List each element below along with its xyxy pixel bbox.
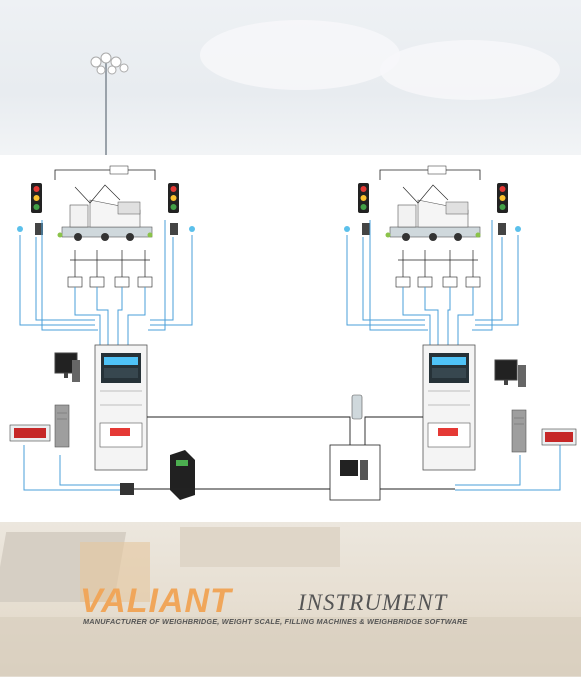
junction-boxes bbox=[67, 276, 153, 288]
road-surface bbox=[0, 617, 581, 677]
traffic-light-right-icon bbox=[168, 183, 179, 213]
brand-tagline: MANUFACTURER OF WEIGHBRIDGE, WEIGHT SCAL… bbox=[83, 617, 468, 626]
network-switch-icon bbox=[120, 483, 134, 495]
signal-wires bbox=[19, 220, 193, 491]
traffic-light-left-icon bbox=[31, 183, 42, 213]
central-server-box bbox=[329, 444, 381, 501]
concrete-block bbox=[80, 542, 150, 602]
control-panel-icon bbox=[422, 344, 476, 471]
structure-lines bbox=[70, 250, 150, 277]
diagram-svg bbox=[9, 165, 577, 501]
sky-background bbox=[0, 0, 581, 155]
brand-name-instrument: INSTRUMENT bbox=[298, 590, 448, 615]
brand-name-valiant: VALIANT bbox=[80, 582, 232, 620]
control-panel-icon bbox=[94, 344, 148, 471]
led-display-icon bbox=[541, 428, 577, 446]
traffic-light-right-icon bbox=[497, 183, 508, 213]
brand-logo: VALIANT INSTRUMENT MANUFACTURER OF WEIGH… bbox=[80, 582, 560, 632]
top-connector bbox=[427, 165, 447, 175]
structure-lines bbox=[398, 250, 478, 277]
sensor-icons bbox=[344, 223, 521, 238]
ups-icon bbox=[170, 450, 195, 500]
sensor-icons bbox=[17, 223, 195, 238]
weighbridge-system-diagram bbox=[0, 155, 581, 522]
concrete-block bbox=[180, 527, 340, 567]
ground-background bbox=[0, 522, 581, 677]
cloud bbox=[380, 40, 560, 100]
light-pole-icon bbox=[90, 52, 129, 155]
central-network bbox=[134, 394, 455, 501]
top-frame-line bbox=[54, 169, 156, 180]
top-connector bbox=[109, 165, 129, 175]
traffic-light-left-icon bbox=[358, 183, 369, 213]
truck-icon bbox=[389, 184, 481, 241]
wireless-access-point-icon bbox=[351, 394, 363, 420]
server-tower-icon bbox=[54, 404, 70, 448]
server-tower-icon bbox=[511, 409, 527, 453]
signal-wires bbox=[346, 220, 561, 491]
truck-icon bbox=[61, 184, 153, 241]
cloud bbox=[200, 20, 400, 90]
right-station bbox=[344, 165, 577, 491]
monitor-icon bbox=[54, 352, 80, 382]
led-display-icon bbox=[9, 424, 51, 442]
left-station bbox=[9, 165, 195, 500]
monitor-icon bbox=[494, 359, 526, 387]
junction-boxes bbox=[395, 276, 481, 288]
